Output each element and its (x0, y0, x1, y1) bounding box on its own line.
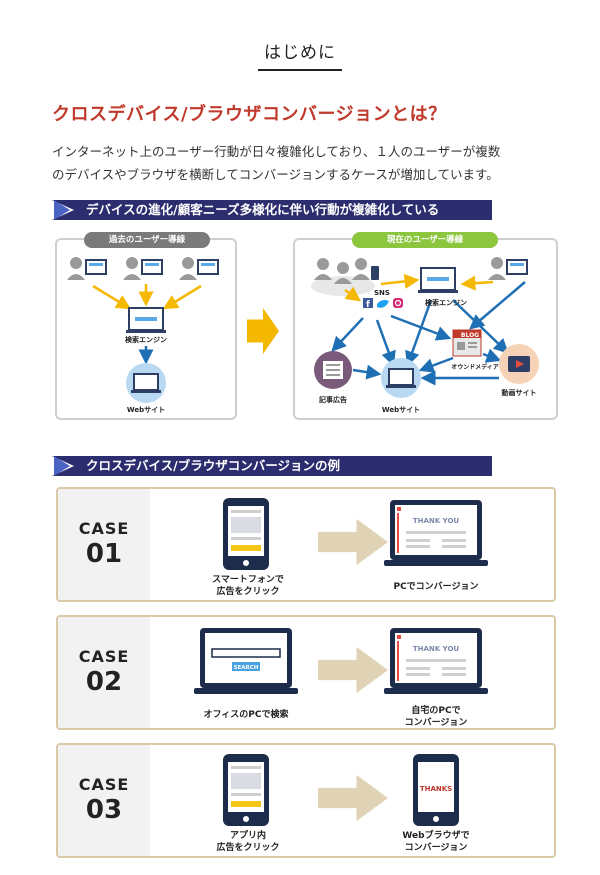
user-icon (179, 257, 197, 280)
smartphone-icon: THANKS (413, 754, 459, 826)
user-group-icon (311, 258, 379, 296)
pc-icon (197, 259, 219, 275)
caption-line: オフィスのPCで検索 (203, 710, 289, 720)
case-word: CASE (78, 647, 130, 666)
past-website-label: Webサイト (126, 406, 166, 414)
present-website-label: Webサイト (381, 406, 421, 414)
caption-line: スマートフォンで (212, 575, 284, 585)
user-icon (123, 257, 141, 280)
band-arrow-icon (52, 200, 74, 220)
pc-icon (506, 259, 528, 275)
website-icon (381, 358, 421, 398)
pc-icon (85, 259, 107, 275)
section-title: はじめに (264, 43, 336, 63)
blog-label: BLOG (460, 332, 480, 339)
search-engine-pc-icon (126, 307, 166, 333)
caption-line: アプリ内 (229, 831, 266, 841)
case-word: CASE (78, 775, 130, 794)
case-right-caption: 自宅のPCで コンバージョン (376, 705, 496, 728)
sns-label: SNS (374, 289, 390, 297)
instagram-icon (393, 298, 403, 308)
case-label-panel (58, 489, 150, 600)
present-flow-diagram: f (311, 257, 539, 398)
caption-line: コンバージョン (404, 718, 468, 728)
band-arrow-icon (52, 456, 74, 476)
smartphone-icon (223, 498, 269, 570)
search-engine-pc-icon (418, 267, 458, 293)
cases-band: クロスデバイス/ブラウザコンバージョンの例 (52, 456, 492, 476)
case-left-caption: アプリ内 広告をクリック (198, 830, 298, 854)
video-site-icon (499, 344, 539, 384)
caption-line: コンバージョン (404, 843, 468, 853)
transition-arrow-icon (247, 308, 279, 354)
svg-text:f: f (366, 300, 370, 310)
twitter-icon (377, 300, 389, 308)
case-number: 01 (85, 539, 123, 569)
blog-icon (452, 329, 482, 357)
caption-line: 自宅のPCで (411, 706, 461, 716)
present-flow-pill: 現在のユーザー導線 (352, 232, 498, 248)
present-search-engine-label: 検索エンジン (425, 299, 467, 307)
caption-line: PCでコンバージョン (393, 582, 479, 592)
user-icon (67, 257, 85, 280)
case-number: 03 (85, 795, 123, 825)
diagram-band-label: デバイスの進化/顧客ニーズ多様化に伴い行動が複雑化している (86, 202, 440, 217)
intro-text: インターネット上のユーザー行動が日々複雑化しており、１人のユーザーが複数 のデバ… (52, 140, 552, 186)
case-label-panel (58, 617, 150, 728)
thanks-text: THANKS (420, 785, 452, 793)
case-number: 02 (85, 667, 123, 697)
section-title-underline (258, 69, 342, 71)
case-right-caption: PCでコンバージョン (376, 581, 496, 593)
flow-arrow-icon (318, 519, 388, 565)
laptop-icon: THANK YOU (384, 500, 488, 566)
case-left-caption: オフィスのPCで検索 (186, 709, 306, 721)
case-word: CASE (78, 519, 130, 538)
search-button-text: SEARCH (234, 665, 259, 671)
flow-arrow-icon (318, 647, 388, 693)
thank-you-text: THANK YOU (413, 517, 460, 525)
laptop-icon: SEARCH (194, 628, 298, 694)
video-site-label: 動画サイト (501, 389, 537, 397)
caption-line: 広告をクリック (216, 843, 280, 853)
user-icon (488, 257, 506, 280)
case-card-02: CASE 02 SEARCH オフィスのPCで検索 THANK YOU 自宅のP… (56, 615, 556, 730)
caption-line: Webブラウザで (402, 831, 470, 841)
past-search-engine-label: 検索エンジン (125, 336, 167, 344)
website-icon (126, 363, 166, 403)
diagram-band: デバイスの進化/顧客ニーズ多様化に伴い行動が複雑化している (52, 200, 492, 220)
intro-line: のデバイスやブラウザを横断してコンバージョンするケースが増加しています。 (52, 167, 499, 182)
thank-you-text: THANK YOU (413, 645, 460, 653)
cases-band-label: クロスデバイス/ブラウザコンバージョンの例 (86, 458, 340, 473)
case-card-01: CASE 01 スマートフォンで 広告をクリック THANK YOU PCでコン… (56, 487, 556, 602)
case-card-03: CASE 03 アプリ内 広告をクリック THANKS Webブラウザで コンバ… (56, 743, 556, 858)
laptop-icon: THANK YOU (384, 628, 488, 694)
intro-line: インターネット上のユーザー行動が日々複雑化しており、１人のユーザーが複数 (52, 144, 501, 159)
main-heading: クロスデバイス/ブラウザコンバージョンとは？ (52, 104, 447, 125)
smartphone-icon (223, 754, 269, 826)
article-ad-icon (314, 351, 352, 389)
article-ad-label: 記事広告 (319, 396, 347, 404)
facebook-icon: f (363, 298, 373, 310)
case-left-caption: スマートフォンで 広告をクリック (198, 574, 298, 598)
case-label-panel (58, 745, 150, 856)
case-right-caption: Webブラウザで コンバージョン (376, 830, 496, 854)
flow-arrow-icon (318, 775, 388, 821)
owned-media-label: オウンドメディア (451, 364, 499, 371)
past-flow-pill: 過去のユーザー導線 (84, 232, 210, 248)
past-flow-diagram (67, 257, 219, 403)
caption-line: 広告をクリック (216, 587, 280, 597)
pc-icon (141, 259, 163, 275)
